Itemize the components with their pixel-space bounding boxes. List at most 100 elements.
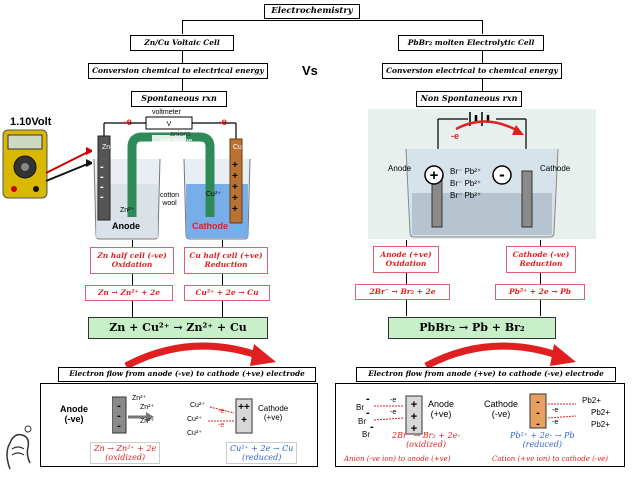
pb-cathode-box: Cathode (-ve)Reduction: [506, 246, 576, 273]
svg-text:+: +: [411, 423, 417, 435]
left-connector-2: [182, 51, 183, 63]
bottom-pb-equation: Pb²⁺ + 2e- → Pb (reduced): [510, 431, 575, 450]
electrolytic-cell-title: PbBr₂ molten Electrolytic Cell: [398, 35, 544, 51]
right-connector: [482, 20, 483, 34]
svg-text:-e: -e: [552, 419, 558, 426]
cu-electrode-label: Cu: [233, 144, 242, 151]
voltaic-electron-label: -e: [123, 117, 132, 128]
right-overall-connector-1: [406, 300, 407, 316]
voltmeter-label: voltmeter: [152, 109, 181, 116]
svg-text:-e: -e: [390, 397, 396, 404]
svg-text:-: -: [117, 410, 121, 422]
svg-text:-e: -e: [552, 407, 558, 414]
right-connector-3: [482, 79, 483, 91]
zn-electrode-label: Zn: [102, 144, 111, 151]
right-eq-connector-2: [540, 273, 541, 284]
melt-ion-label-2: Br⁻ Pb²⁺: [450, 179, 482, 188]
bottom-electrolytic-anode-label: Anode (+ve): [428, 399, 455, 419]
right-connector-2: [482, 51, 483, 63]
svg-text:-: -: [536, 407, 540, 419]
cu-reduction-equation: Cu²⁺ + 2e → Cu: [184, 285, 270, 301]
bottom-zn-ion-3: Zn²⁺: [140, 418, 155, 425]
electrolytic-electron-label: -e: [451, 131, 460, 141]
left-overall-connector-1: [132, 301, 133, 317]
thinking-hand-icon: [6, 425, 32, 470]
multimeter-icon: [2, 129, 94, 199]
anion-note: Anion (-ve ion) to anode (+ve): [344, 455, 451, 463]
bottom-cu-ion-3: Cu²⁺: [187, 430, 202, 437]
cu-ion-label: Cu²⁺: [206, 191, 221, 198]
electrolytic-conversion: Conversion electrical to chemical energy: [382, 63, 562, 79]
vs-label: Vs: [302, 63, 318, 78]
bottom-zn-equation: Zn → Zn²⁺ + 2e (oxidized): [90, 442, 161, 465]
voltmeter-reading: 1.10Volt: [10, 116, 52, 128]
svg-text:V: V: [167, 121, 172, 128]
br-oxidation-equation: 2Br⁻ → Br₂ + 2e: [355, 284, 450, 300]
voltaic-cell-title: Zn/Cu Voltaic Cell: [130, 35, 234, 51]
melt-ion-label-1: Br⁻ Pb²⁺: [450, 167, 482, 176]
svg-text:-e: -e: [390, 409, 396, 416]
voltaic-cathode-label: Cathode: [192, 221, 228, 231]
left-overall-connector-2: [222, 301, 223, 317]
page-title: Electrochemistry: [264, 4, 360, 19]
bottom-br-electrode: - - - -e -e + + +: [366, 393, 423, 435]
bottom-cu-ion-1: Cu²⁺: [190, 402, 205, 409]
left-connector-3: [182, 79, 183, 91]
bottom-br-ion-2: Br: [358, 417, 366, 426]
svg-text:+: +: [411, 399, 417, 411]
electrolytic-electron-flow: Electron flow from anode (+ve) to cathod…: [356, 367, 616, 382]
left-eq-connector-2: [222, 274, 223, 285]
svg-text:-e: -e: [218, 422, 224, 429]
svg-text:-: -: [370, 421, 374, 433]
right-cathode-connector: [540, 240, 541, 246]
left-eq-connector-1: [132, 274, 133, 285]
voltaic-electron-flow: Electron flow from anode (-ve) to cathod…: [58, 367, 316, 382]
voltaic-anode-label: Anode: [112, 221, 140, 231]
electrolytic-anode-label: Anode: [388, 164, 412, 173]
bottom-zn-electrode: - - -: [112, 396, 154, 434]
salt-bridge-label: salt bridge: [160, 138, 193, 145]
electrolytic-cell-diagram: + -: [368, 109, 596, 239]
cu-plus-signs: +++++: [232, 160, 238, 215]
left-connector: [182, 20, 183, 34]
svg-text:-: -: [117, 400, 121, 412]
svg-text:-: -: [499, 165, 505, 184]
svg-text:+: +: [241, 415, 247, 426]
non-spontaneous-label: Non Spontaneous rxn: [416, 91, 522, 107]
bottom-cu-ion-2: Cu²⁺: [187, 416, 202, 423]
svg-text:-: -: [366, 393, 370, 405]
bottom-br-equation: 2Br⁻ → Br₂ + 2e- (oxidized): [392, 431, 461, 450]
bottom-pb-ion-3: Pb2+: [591, 420, 610, 429]
electrolytic-cathode-label: Cathode: [540, 164, 571, 173]
bottom-br-ion-3: Br: [362, 430, 370, 439]
right-eq-connector-1: [406, 273, 407, 284]
bottom-electrolytic-cathode-label: Cathode (-ve): [484, 399, 519, 419]
cotton-wool-label: cotton wool: [160, 192, 180, 207]
zn-minus-signs: ----: [100, 161, 104, 203]
voltaic-conversion: Conversion chemical to electrical energy: [88, 63, 268, 79]
left-cathode-connector: [222, 240, 223, 247]
right-overall-connector-2: [540, 300, 541, 316]
electrolytic-overall-equation: PbBr₂ → Pb + Br₂: [388, 317, 556, 339]
anions-label: anions: [170, 131, 191, 138]
svg-text:+: +: [430, 167, 439, 184]
svg-text:-: -: [117, 420, 121, 432]
bottom-zn-ion-2: Zn²⁺: [140, 404, 155, 411]
bottom-cu-electrode: -e -e ++ +: [208, 398, 253, 434]
svg-text:-: -: [536, 396, 540, 408]
bottom-pb-ion-1: Pb2+: [582, 396, 601, 405]
bottom-voltaic-anode-label: Anode (-ve): [60, 404, 88, 424]
title-connector: [182, 20, 482, 21]
bottom-pb-electrode: - - - -e -e: [529, 393, 577, 430]
bottom-voltaic-cathode-label: Cathode (+ve): [258, 404, 289, 422]
svg-text:+: +: [411, 411, 417, 423]
zn-oxidation-equation: Zn → Zn²⁺ + 2e: [85, 285, 173, 301]
right-anode-connector: [406, 240, 407, 246]
voltaic-flow-arrow: [124, 342, 276, 368]
spontaneous-label: Spontaneous rxn: [131, 91, 227, 107]
zn-half-cell-box: Zn half cell (-ve)Oxidation: [90, 247, 174, 274]
voltaic-overall-equation: Zn + Cu²⁺ → Zn²⁺ + Cu: [88, 317, 268, 339]
svg-text:++: ++: [238, 402, 250, 413]
pb-anode-box: Anode (+ve)Oxidation: [373, 246, 439, 273]
voltaic-cell-diagram: V: [92, 109, 252, 240]
